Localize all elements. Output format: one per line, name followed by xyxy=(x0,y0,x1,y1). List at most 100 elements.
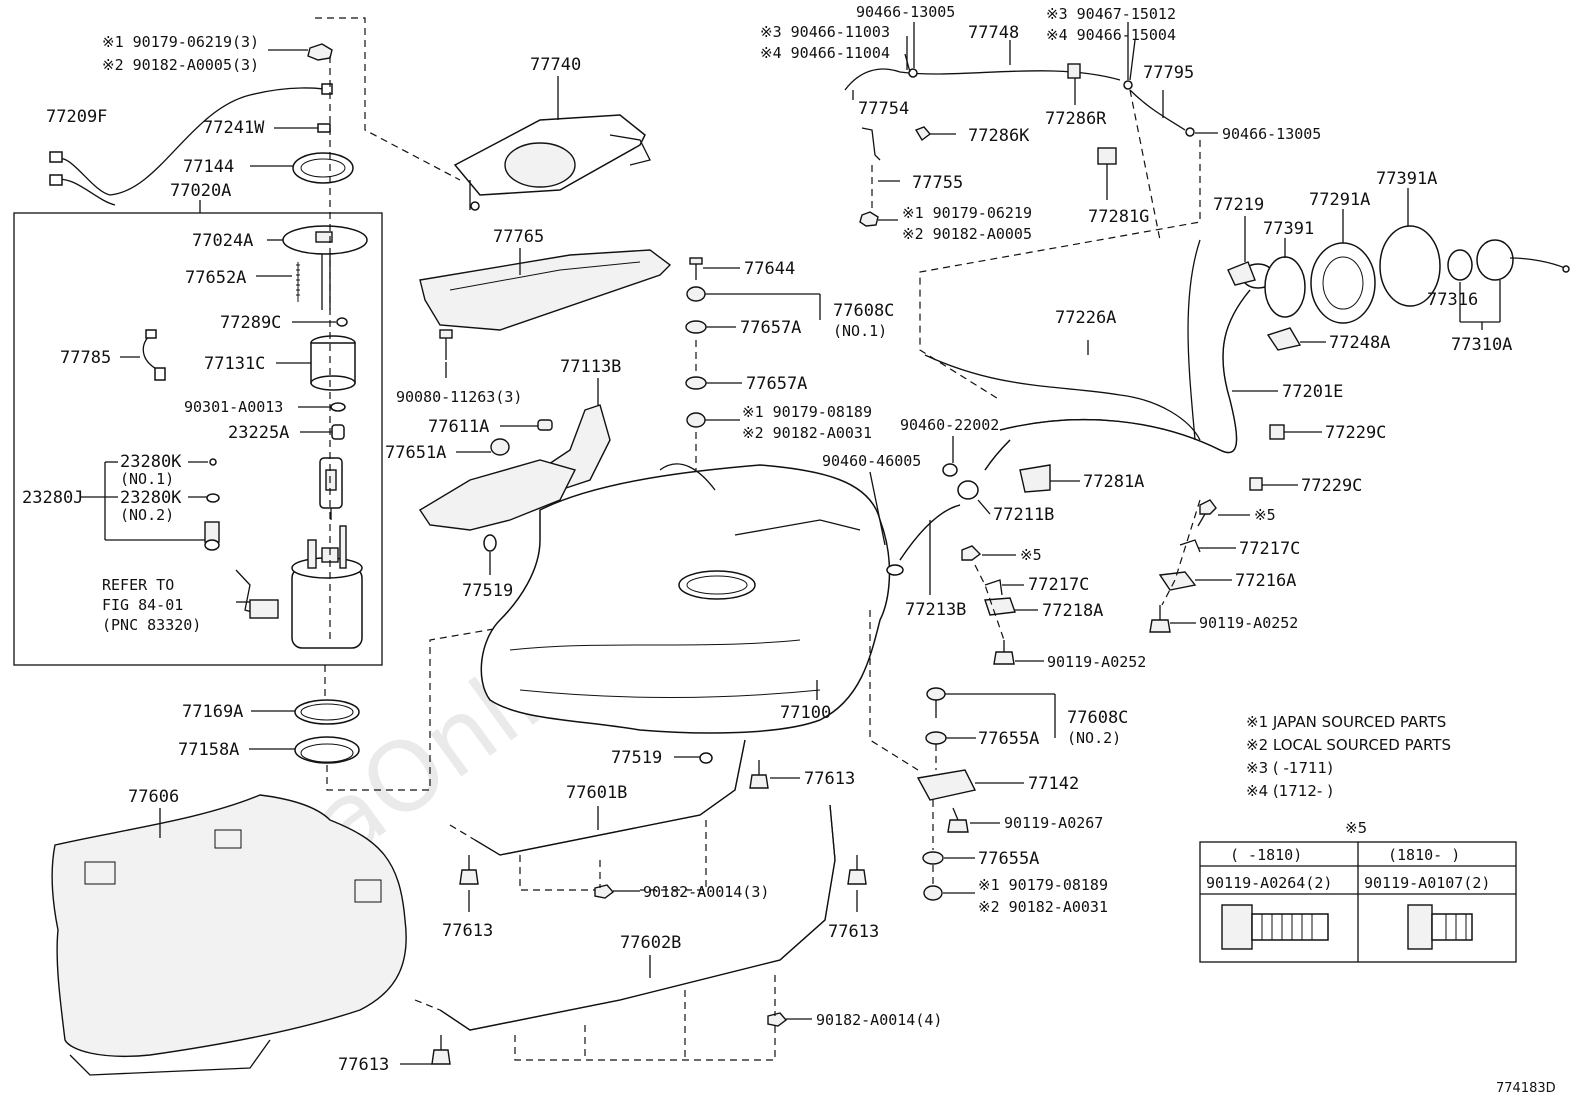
band-77602B-drawing xyxy=(439,804,836,1031)
label-77024A: 77024A xyxy=(192,231,253,251)
bolt-90119-A0107-drawing xyxy=(1407,904,1473,950)
label-77201E: 77201E xyxy=(1282,382,1343,402)
ring-77158A-drawing xyxy=(294,736,360,764)
label-77748: 77748 xyxy=(968,23,1019,43)
washer-77655A-2-drawing xyxy=(922,851,944,865)
table-header-2: (1810- ) xyxy=(1388,846,1460,864)
label-77519-a: 77519 xyxy=(462,581,513,601)
label-77613-a: 77613 xyxy=(804,769,855,789)
label-77606: 77606 xyxy=(128,787,179,807)
label-77219: 77219 xyxy=(1213,195,1264,215)
oring-90301-A0013-drawing xyxy=(330,402,346,412)
label-90467-15012: ※3 90467-15012 xyxy=(1046,5,1176,23)
clamp-77217C-l-drawing xyxy=(984,579,1003,596)
label-77241W: 77241W xyxy=(203,118,265,138)
nut-90182-A0014-4-drawing xyxy=(767,1012,788,1027)
part-labels: 77209F ※1 90179-06219(3) ※2 90182-A0005(… xyxy=(22,3,1512,1075)
label-90460-22002: 90460-22002 xyxy=(900,416,999,434)
bolt-5a-drawing xyxy=(1197,499,1217,527)
clip-77289C-drawing xyxy=(336,317,348,327)
label-90466-15004: ※4 90466-15004 xyxy=(1046,26,1176,44)
label-77644: 77644 xyxy=(744,259,795,279)
nut-90182-A0014-3-drawing xyxy=(594,884,615,899)
clamp-90460-22002-drawing xyxy=(942,463,958,477)
label-77131C: 77131C xyxy=(204,354,265,374)
label-77613-d: 77613 xyxy=(338,1055,389,1075)
fuel-cap-77310A-drawing xyxy=(1476,239,1570,281)
clip-77229C-1-drawing xyxy=(1269,424,1285,440)
label-90182-A0014-4: 90182-A0014(4) xyxy=(816,1011,942,1029)
table-header-1: ( -1810) xyxy=(1230,846,1302,864)
bolt-variant-table: ※5 ( -1810) (1810- ) 90119-A0264(2) 9011… xyxy=(1199,819,1517,963)
label-77142: 77142 xyxy=(1028,774,1079,794)
label-90466-13005-top: 90466-13005 xyxy=(856,3,955,21)
label-90182-A0031-b: ※2 90182-A0031 xyxy=(978,898,1108,916)
note-3: ※3 ( -1711) xyxy=(1246,759,1333,777)
label-77020A: 77020A xyxy=(170,181,231,201)
bolt-stack-77608C-drawing xyxy=(685,257,707,428)
label-23280K-1: 23280K xyxy=(120,452,182,472)
bracket-77218A-drawing xyxy=(984,597,1016,616)
label-77755: 77755 xyxy=(912,173,963,193)
label-refer-3: (PNC 83320) xyxy=(102,616,201,634)
label-77655A-2: 77655A xyxy=(978,849,1039,869)
wire-harness-77209F-drawing xyxy=(49,83,333,206)
label-77657A-2: 77657A xyxy=(746,374,807,394)
fuel-tank-77100-drawing xyxy=(480,463,891,734)
label-77608C-1-sub: (NO.1) xyxy=(833,322,887,340)
label-23280J: 23280J xyxy=(22,488,83,508)
label-77652A: 77652A xyxy=(185,268,246,288)
fuel-pump-drawing xyxy=(319,457,343,520)
label-77286R: 77286R xyxy=(1045,109,1107,129)
label-90466-11004: ※4 90466-11004 xyxy=(760,44,890,62)
part-23225A-drawing xyxy=(331,424,345,440)
label-90466-13005-r: 90466-13005 xyxy=(1222,125,1321,143)
label-77391: 77391 xyxy=(1263,219,1314,239)
bracket-77216A-drawing xyxy=(1158,571,1197,591)
bolt-90119-A0264-drawing xyxy=(1221,904,1329,950)
label-77248A: 77248A xyxy=(1329,333,1390,353)
label-77217C-r: 77217C xyxy=(1239,539,1300,559)
label-77613-c: 77613 xyxy=(828,922,879,942)
table-part-2: 90119-A0107(2) xyxy=(1364,874,1490,892)
label-77213B: 77213B xyxy=(905,600,966,620)
label-77613-b: 77613 xyxy=(442,921,493,941)
hose-77213B-drawing xyxy=(886,504,961,576)
protector-77248A-drawing xyxy=(1266,327,1302,351)
label-77291A: 77291A xyxy=(1309,190,1370,210)
label-90301-A0013: 90301-A0013 xyxy=(184,398,283,416)
bracket-77142-drawing xyxy=(916,769,977,801)
bolt-77613-a-drawing xyxy=(749,760,769,789)
label-77785: 77785 xyxy=(60,348,111,368)
bolt-stack-77608C-2-drawing xyxy=(925,687,947,745)
bolt-77613-d-drawing xyxy=(431,1035,451,1065)
bolt-90080-11263-drawing xyxy=(439,329,453,360)
plug-77519b-drawing xyxy=(699,752,713,764)
clip-77241W-drawing xyxy=(317,123,331,133)
clip-77611A-drawing xyxy=(537,419,553,431)
nut-90179-08189-b-drawing xyxy=(923,885,943,901)
nut-90179-06219-drawing xyxy=(307,43,333,61)
label-77289C: 77289C xyxy=(220,313,281,333)
label-90119-A0267: 90119-A0267 xyxy=(1004,814,1103,832)
protector-77651A-drawing xyxy=(419,459,577,531)
cover-77391A-drawing xyxy=(1379,225,1441,307)
label-77211B: 77211B xyxy=(993,505,1054,525)
label-90182-A0031-a: ※2 90182-A0031 xyxy=(742,424,872,442)
band-77601B-drawing xyxy=(474,739,746,856)
label-77144: 77144 xyxy=(183,157,234,177)
heat-shield-77765-drawing xyxy=(419,249,672,331)
label-23280K-1-sub: (NO.1) xyxy=(120,470,174,488)
label-90179-08189-a: ※1 90179-08189 xyxy=(742,403,872,421)
canister-77740-drawing xyxy=(453,114,651,211)
source-notes: ※1 JAPAN SOURCED PARTS ※2 LOCAL SOURCED … xyxy=(1246,713,1451,800)
label-23280K-2: 23280K xyxy=(120,488,182,508)
label-90179-06219: ※1 90179-06219 xyxy=(902,204,1032,222)
plug-77519-drawing xyxy=(483,534,497,552)
label-77391A: 77391A xyxy=(1376,169,1437,189)
hose-77211B-drawing xyxy=(957,439,1011,500)
ring-77144-drawing xyxy=(292,152,354,184)
label-77608C-2: 77608C xyxy=(1067,708,1128,728)
note-1: ※1 JAPAN SOURCED PARTS xyxy=(1246,713,1446,731)
label-77216A: 77216A xyxy=(1235,571,1296,591)
